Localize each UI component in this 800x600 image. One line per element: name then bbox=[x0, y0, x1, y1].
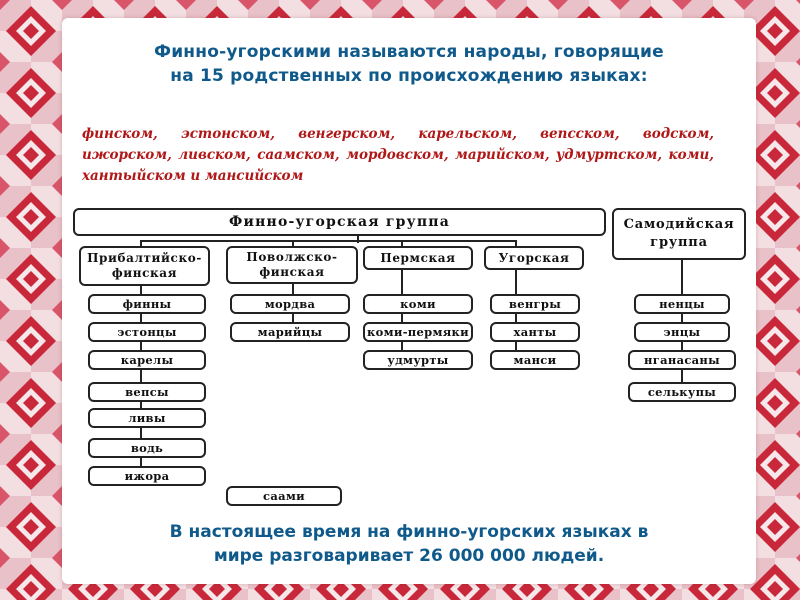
connector-branch-3 bbox=[401, 240, 403, 246]
footer-line-2: мире разговаривает 26 000 000 людей. bbox=[213, 546, 605, 566]
baltic-finnic-label-2: финская bbox=[111, 266, 178, 280]
people-label: ижора bbox=[124, 469, 170, 483]
languages-list: финском, эстонском, венгерском, карельск… bbox=[82, 126, 714, 184]
people-label: селькупы bbox=[647, 385, 717, 399]
people-estonians: эстонцы bbox=[88, 322, 206, 342]
people-enets: энцы bbox=[634, 322, 730, 342]
people-karelians: карелы bbox=[88, 350, 206, 370]
people-label: энцы bbox=[663, 325, 701, 339]
people-komi: коми bbox=[363, 294, 473, 314]
people-mansi: манси bbox=[490, 350, 580, 370]
title-line-2: на 15 родственных по происхождению языка… bbox=[170, 66, 648, 86]
people-nganasans: нганасаны bbox=[628, 350, 736, 370]
people-label: финны bbox=[122, 297, 172, 311]
samoyed-group-box: Самодийская группа bbox=[612, 208, 746, 260]
permic-box: Пермская bbox=[363, 246, 473, 270]
ugric-label: Угорская bbox=[498, 250, 570, 265]
people-label: марийцы bbox=[257, 325, 323, 339]
people-label: коми bbox=[400, 297, 436, 311]
people-label: нганасаны bbox=[644, 353, 720, 367]
people-label: удмурты bbox=[387, 353, 449, 367]
volga-finnic-box: Поволжско- финская bbox=[226, 246, 358, 284]
language-family-diagram: Финно-угорская группа Самодийская группа… bbox=[70, 200, 750, 510]
people-hungarians: венгры bbox=[490, 294, 580, 314]
people-mordva: мордва bbox=[230, 294, 350, 314]
baltic-finnic-label-1: Прибалтийско- bbox=[87, 251, 202, 265]
people-label: мордва bbox=[264, 297, 316, 311]
people-mari: марийцы bbox=[230, 322, 350, 342]
baltic-finnic-box: Прибалтийско- финская bbox=[79, 246, 210, 286]
people-veps: вепсы bbox=[88, 382, 206, 402]
samoyed-group-label-1: Самодийская bbox=[623, 217, 735, 232]
people-izhorians: ижора bbox=[88, 466, 206, 486]
volga-finnic-label-2: финская bbox=[259, 265, 325, 279]
people-votes: водь bbox=[88, 438, 206, 458]
connector-branch-2 bbox=[292, 240, 294, 246]
page-title: Финно-угорскими называются народы, говор… bbox=[62, 40, 756, 88]
samoyed-group-label-2: группа bbox=[650, 235, 708, 250]
people-saami: саами bbox=[226, 486, 342, 506]
people-label: манси bbox=[513, 353, 557, 367]
people-label: ненцы bbox=[659, 297, 705, 311]
finno-ugric-group-label: Финно-угорская группа bbox=[229, 214, 450, 230]
volga-finnic-label-1: Поволжско- bbox=[246, 250, 338, 264]
people-label: эстонцы bbox=[117, 325, 177, 339]
people-khanty: ханты bbox=[490, 322, 580, 342]
ugric-box: Угорская bbox=[484, 246, 584, 270]
connector-branch-bar bbox=[140, 240, 517, 242]
people-label: ливы bbox=[128, 411, 166, 425]
permic-label: Пермская bbox=[380, 250, 456, 265]
people-label: венгры bbox=[508, 297, 562, 311]
title-line-1: Финно-угорскими называются народы, говор… bbox=[154, 42, 664, 62]
people-label: водь bbox=[130, 441, 164, 455]
footer-note: В настоящее время на финно-угорских язык… bbox=[62, 520, 756, 568]
people-label: карелы bbox=[120, 353, 174, 367]
footer-line-1: В настоящее время на финно-угорских язык… bbox=[169, 522, 649, 542]
people-nenets: ненцы bbox=[634, 294, 730, 314]
people-label: коми-пермяки bbox=[367, 325, 469, 339]
people-komi-permyaks: коми-пермяки bbox=[363, 322, 473, 342]
connector-root-stem bbox=[357, 235, 359, 243]
people-label: саами bbox=[263, 489, 305, 503]
connector-branch-4 bbox=[515, 240, 517, 246]
people-finns: финны bbox=[88, 294, 206, 314]
people-livonians: ливы bbox=[88, 408, 206, 428]
people-label: вепсы bbox=[125, 385, 169, 399]
finno-ugric-group-box: Финно-угорская группа bbox=[73, 208, 606, 236]
people-label: ханты bbox=[513, 325, 557, 339]
people-selkups: селькупы bbox=[628, 382, 736, 402]
people-udmurts: удмурты bbox=[363, 350, 473, 370]
connector-branch-1 bbox=[140, 240, 142, 246]
